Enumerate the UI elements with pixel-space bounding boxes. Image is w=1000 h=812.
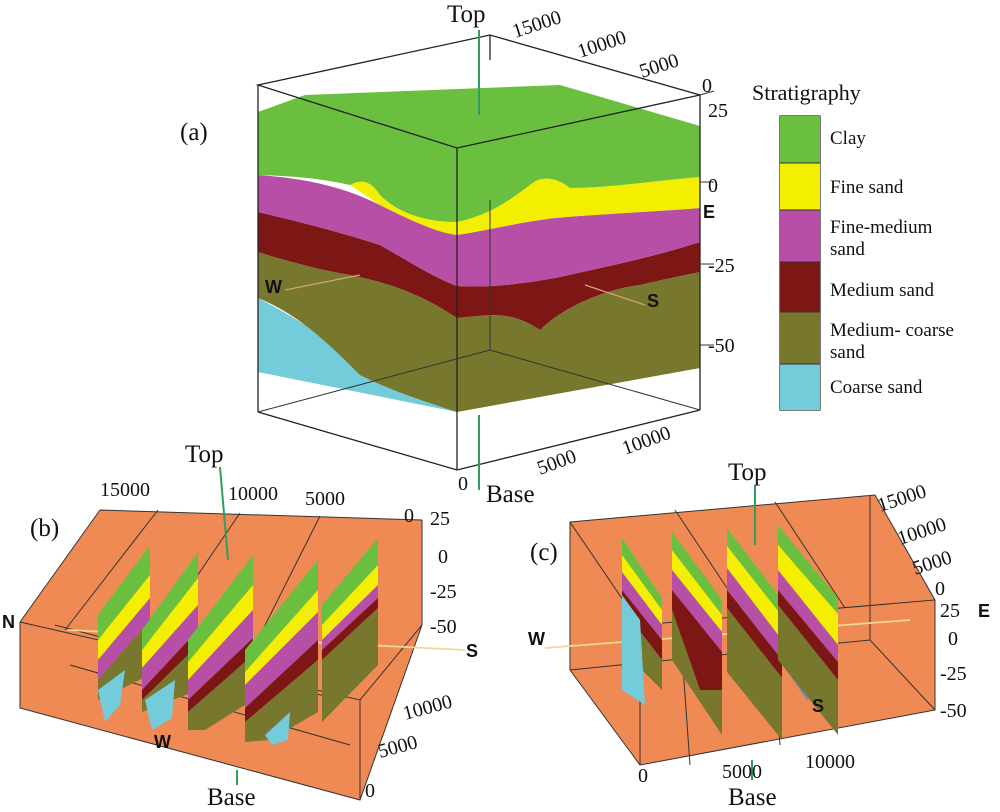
panel-a-direction-s: S	[647, 291, 659, 311]
panel-a-label: (a)	[180, 119, 208, 146]
panel-b-fence-slice-5	[322, 538, 378, 722]
panel-b-fence-slice-1	[98, 545, 150, 722]
legend-swatch-fine-medium-sand	[780, 210, 820, 262]
panel-a-depth-tick-minus25: -25	[708, 255, 735, 277]
legend-label-fine-medium-line2: sand	[830, 239, 865, 260]
legend-label-clay: Clay	[830, 128, 866, 149]
layer-fine-medium-sand	[258, 175, 700, 287]
legend-swatch-fine-sand	[780, 163, 820, 210]
legend-dividers	[780, 162, 820, 365]
panel-c-grid-lines	[674, 501, 846, 766]
panel-b-top-tick-5000: 5000	[305, 488, 345, 510]
panel-c-bottom-tick-10000: 10000	[805, 751, 855, 773]
legend-title: Stratigraphy	[752, 80, 861, 105]
panel-b-label: (b)	[30, 515, 59, 542]
panel-c-top-label: Top	[728, 459, 767, 486]
panel-a-top-tick-5000: 5000	[637, 49, 682, 82]
panel-c-right-tick-5000: 5000	[910, 546, 955, 579]
panel-a-direction-e: E	[703, 202, 715, 222]
legend-label-fine-sand: Fine sand	[830, 177, 904, 198]
panel-a-depth-tick-25: 25	[708, 100, 728, 122]
legend-swatch-clay	[780, 116, 820, 163]
panel-b-vertical-axis	[219, 466, 238, 785]
panel-a-top-tick-15000: 15000	[510, 6, 564, 42]
panel-c: (c) Top Base 15000 10000 5000 0 25 0 -25…	[528, 459, 990, 811]
panel-c-right-tick-10000: 10000	[895, 513, 949, 549]
panel-a-bottom-tick-5000: 5000	[534, 445, 579, 479]
layer-medium-coarse-sand	[258, 252, 700, 412]
panel-a-depth-tick-marks	[699, 90, 715, 346]
panel-a-section-line-w	[284, 274, 361, 291]
panel-b-top-tick-0: 0	[404, 505, 414, 527]
panel-a-depth-tick-minus50: -50	[708, 335, 735, 357]
panel-b-depth-tick-minus50: -50	[430, 616, 457, 638]
panel-c-base-label: Base	[728, 784, 777, 811]
layer-fine-sand	[350, 177, 700, 235]
panel-a-box	[255, 34, 715, 471]
panel-c-depth-tick-minus25: -25	[940, 663, 967, 685]
panel-c-direction-s: S	[812, 696, 824, 716]
panel-c-fence-slice-2	[672, 532, 722, 735]
panel-b-direction-w: W	[154, 732, 171, 752]
panel-a-layers	[258, 85, 700, 412]
panel-a-back-edges	[257, 200, 701, 413]
panel-b-base-label: Base	[207, 784, 256, 811]
panel-c-depth-tick-minus50: -50	[940, 700, 967, 722]
legend-label-medium-sand: Medium sand	[830, 280, 934, 301]
panel-b-depth-tick-minus25: -25	[430, 581, 457, 603]
panel-c-fence-slice-3	[727, 528, 782, 740]
panel-c-depth-tick-25: 25	[940, 600, 960, 622]
panel-b: (b) Top Base 15000 10000 5000 0 25 0 -25…	[2, 441, 478, 811]
legend-label-fine-medium-line1: Fine-medium	[830, 217, 933, 238]
panel-b-top-tick-10000: 10000	[228, 483, 278, 505]
panel-c-fence-slice-1	[622, 538, 662, 705]
panel-a-base-label: Base	[486, 481, 535, 508]
panel-a-section-line-s	[584, 284, 646, 306]
panel-b-fence-slice-4	[245, 560, 318, 745]
panel-a-direction-w: W	[265, 277, 282, 297]
legend-label-medium-coarse-line2: sand	[830, 342, 865, 363]
panel-b-top-label: Top	[185, 441, 224, 468]
panel-b-fence-slice-3	[188, 555, 253, 730]
panel-a-bottom-frame	[257, 409, 701, 471]
panel-a: (a) Top Base 25 0 -25 -50 15000 10000 50…	[180, 1, 735, 508]
panel-b-depth-tick-0: 0	[438, 546, 448, 568]
panel-c-right-tick-15000: 15000	[875, 480, 929, 516]
panel-b-side-tick-0: 0	[365, 780, 375, 802]
panel-a-top-label: Top	[447, 1, 486, 28]
legend-swatch-medium-sand	[780, 262, 820, 312]
panel-c-label: (c)	[530, 539, 558, 566]
panel-c-direction-e: E	[978, 601, 990, 621]
panel-b-direction-n: N	[2, 612, 15, 632]
legend-label-coarse-sand: Coarse sand	[830, 377, 923, 398]
stratigraphy-legend: Stratigraphy Clay Fine sand Fine-medium …	[752, 80, 954, 411]
panel-c-bottom-tick-5000: 5000	[722, 761, 762, 783]
panel-b-side-tick-10000: 10000	[401, 691, 455, 725]
panel-c-depth-tick-0: 0	[948, 628, 958, 650]
panel-b-depth-tick-25: 25	[430, 508, 450, 530]
panel-b-top-tick-15000: 15000	[100, 479, 150, 501]
layer-medium-sand	[258, 212, 700, 330]
legend-swatch-coarse-sand	[780, 364, 820, 410]
panel-a-bottom-tick-0: 0	[458, 473, 468, 495]
panel-a-top-tick-10000: 10000	[575, 26, 629, 62]
panel-c-right-tick-0: 0	[935, 578, 945, 600]
panel-c-fence-slice-4	[778, 525, 838, 735]
legend-label-medium-coarse-line1: Medium- coarse	[830, 320, 954, 341]
panel-b-direction-s: S	[466, 641, 478, 661]
layer-coarse-sand	[258, 298, 457, 412]
panel-c-vertical-axis	[751, 485, 756, 780]
legend-swatch-medium-coarse-sand	[780, 312, 820, 364]
panel-a-depth-tick-0: 0	[708, 175, 718, 197]
panel-c-bottom-tick-0: 0	[638, 765, 648, 787]
panel-a-vertical-edges	[257, 35, 701, 470]
panel-a-top-tick-0: 0	[702, 75, 712, 97]
panel-c-direction-w: W	[528, 629, 545, 649]
panel-b-fence-slice-2	[142, 552, 198, 730]
